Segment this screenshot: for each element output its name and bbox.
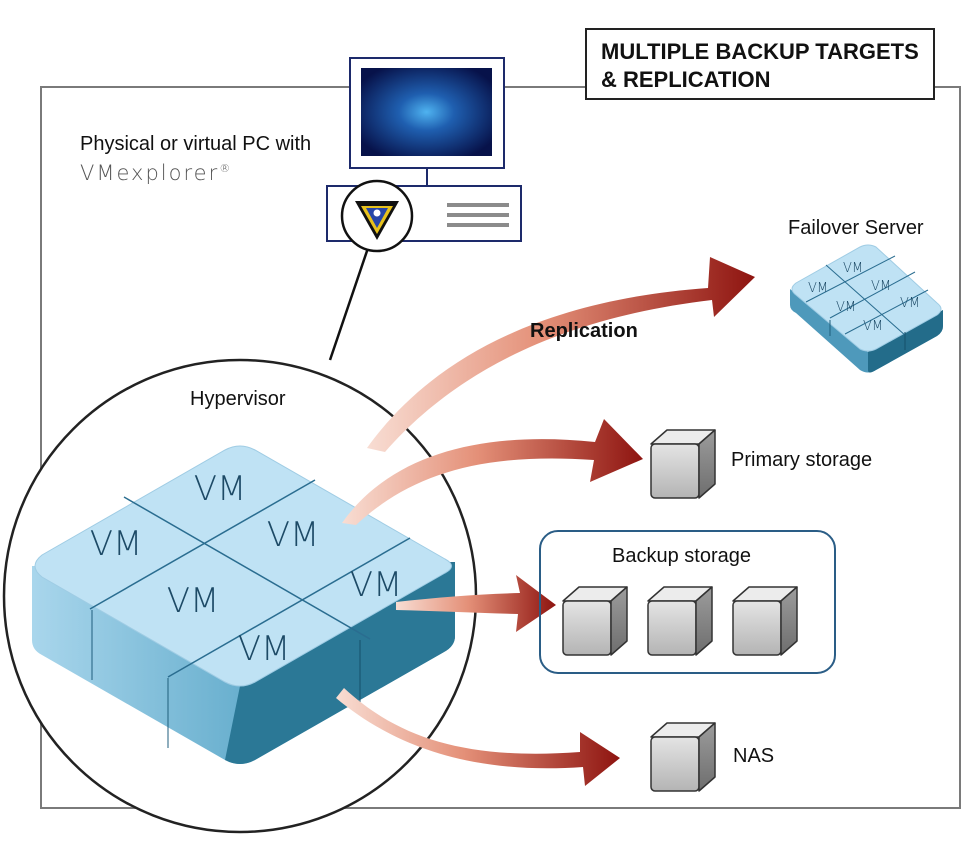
hypervisor-vm-slab: VM VM VM VM VM VM (32, 445, 455, 764)
failover-vm-label-6: VM (863, 319, 883, 334)
failover-vm-label-4: VM (836, 300, 856, 315)
hypervisor-vm-label-4: VM (167, 581, 220, 621)
failover-server: VM VM VM VM VM VM (790, 244, 943, 373)
hypervisor-label: Hypervisor (190, 388, 286, 410)
brand-registered-mark: ® (219, 162, 231, 175)
nas-cube-icon (650, 722, 716, 792)
hypervisor-vm-label-2: VM (90, 524, 143, 564)
hypervisor-vm-label-5: VM (350, 565, 403, 605)
backup-storage-label: Backup storage (612, 545, 751, 567)
failover-vm-label-2: VM (808, 281, 828, 296)
replication-label: Replication (530, 320, 638, 342)
nas-label: NAS (733, 745, 775, 767)
backup-storage-box (539, 530, 836, 674)
pc-caption: Physical or virtual PC with (80, 133, 312, 155)
pc-computer (326, 57, 522, 253)
pc-connector-line (328, 247, 370, 361)
primary-storage-arrow (342, 419, 643, 525)
backup-storage-cube-icon-2 (647, 586, 713, 656)
backup-storage-cube-icon-1 (562, 586, 628, 656)
title-line-1: MULTIPLE BACKUP TARGETS (601, 39, 919, 64)
vmexplorer-brand: VMexplorer® (80, 161, 230, 185)
nas-arrow (336, 688, 620, 786)
failover-vm-label-3: VM (871, 279, 891, 294)
primary-storage-cube-icon (650, 429, 716, 499)
failover-vm-label-5: VM (900, 296, 920, 311)
primary-storage-label: Primary storage (731, 449, 873, 471)
brand-name: VMexplorer (80, 161, 220, 185)
title-box: MULTIPLE BACKUP TARGETS & REPLICATION (585, 28, 935, 100)
backup-storage-arrow (396, 575, 556, 632)
hypervisor-vm-label-3: VM (267, 515, 320, 555)
replication-arrow (367, 257, 755, 452)
hypervisor-vm-label-6: VM (238, 629, 291, 669)
failover-vm-label-1: VM (843, 261, 863, 276)
title-line-2: & REPLICATION (601, 67, 771, 92)
backup-storage-cube-icon-3 (732, 586, 798, 656)
pc-screen (361, 68, 492, 156)
failover-server-label: Failover Server (788, 217, 924, 239)
hypervisor-vm-label-1: VM (194, 469, 247, 509)
